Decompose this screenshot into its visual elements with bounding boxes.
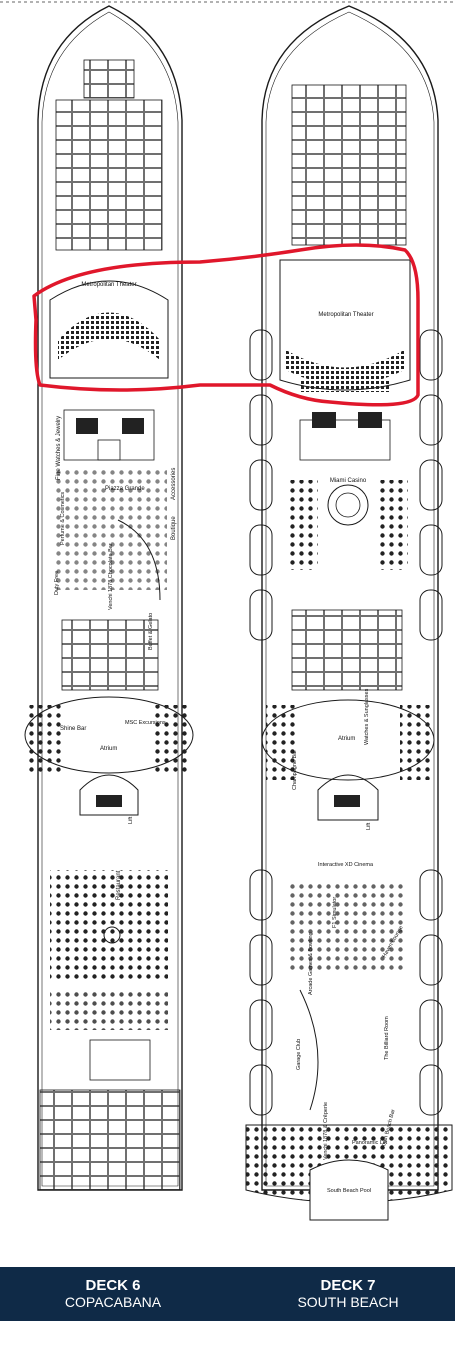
- deck-6-accessories-label: Accessories: [171, 468, 177, 500]
- deck-6-lift-label: Lift: [128, 816, 134, 824]
- deck-7-bow-cabins: [291, 84, 407, 246]
- deck-6-chocolate-label: Venchi 1878 Chocolate Bar: [108, 543, 114, 610]
- deck-6-restaurant-label: Restaurant: [116, 870, 122, 900]
- deck-6-label: DECK 6 COPACABANA: [33, 1277, 193, 1311]
- deck-7-atrium-label: Atrium: [338, 736, 355, 742]
- theater-highlight-outline: [32, 243, 420, 407]
- deck-7-f1-label: F1 Simulator: [332, 897, 338, 928]
- deck-6-restaurant-tables: [50, 870, 168, 980]
- deck-7-pool-outline: [309, 1159, 389, 1221]
- deck-6-name: COPACABANA: [64, 1294, 162, 1310]
- deck-6-theater-label: Metropolitan Theater: [81, 282, 136, 288]
- deck-6-excursions-label: MSC Excursions: [125, 720, 166, 726]
- deck-6-shine-bar-label: Shine Bar: [60, 726, 86, 732]
- deck-6-theater: [49, 280, 169, 379]
- deck-6-atrium-label: Atrium: [100, 746, 117, 752]
- deck-7-name: SOUTH BEACH: [297, 1294, 399, 1310]
- deck-7-label: DECK 7 SOUTH BEACH: [268, 1277, 428, 1311]
- deck-7-casino-label: Miami Casino: [330, 478, 367, 484]
- deck-7-plan: [245, 5, 453, 1221]
- deck-7-number: DECK 7: [320, 1277, 376, 1294]
- deck-7-theater: [279, 259, 411, 392]
- deck-6-piazza-area: [52, 470, 167, 590]
- deck-6-cosmetics-label: Perfume & Cosmetics: [60, 492, 66, 545]
- deck-7-garage-label: Garage Club: [296, 1039, 302, 1070]
- deck-footer-bar: [0, 1267, 455, 1321]
- deck-7-billiard-label: The Billiard Room: [384, 1016, 390, 1060]
- deck-6-plan: [24, 5, 194, 1191]
- deck-7-sunglasses-label: Watches & Sunglasses: [364, 688, 370, 745]
- deck-7-theater-label: Metropolitan Theater: [318, 312, 373, 318]
- deck-6-piazza-label: Piazza Grande: [105, 486, 145, 492]
- deck-7-champagne-label: Champagne Bar: [292, 750, 298, 790]
- deck-7-casino-ring: [327, 484, 369, 526]
- deck-6-number: DECK 6: [85, 1277, 141, 1294]
- deck-6-duty-free-label: Duty Free: [54, 571, 60, 595]
- deck-7-bowling-label: Arcade Games & Bowling: [308, 932, 314, 995]
- deck-7-lift-label: Lift: [366, 822, 372, 830]
- deck-6-buffet-label: Buffet & Gelato: [148, 613, 154, 650]
- deck-7-cinema-label: Interactive XD Cinema: [318, 862, 374, 868]
- deck-6-fine-watches-label: Fine Watches & Jewelry: [56, 416, 62, 480]
- deck-7-sb-pool-label: South Beach Pool: [327, 1188, 371, 1194]
- deck-6-atrium-outline: [24, 696, 194, 774]
- deck-7-lifeboats: [249, 329, 443, 1116]
- deck-6-bow-cabins: [55, 99, 163, 251]
- deck-7-venchi-label: Venchi 1878 & Crêperie: [323, 1102, 329, 1160]
- deck-7-panoramic-label: Panoramic Lift: [352, 1140, 388, 1146]
- deck-6-boutique-label: Boutique: [171, 516, 177, 540]
